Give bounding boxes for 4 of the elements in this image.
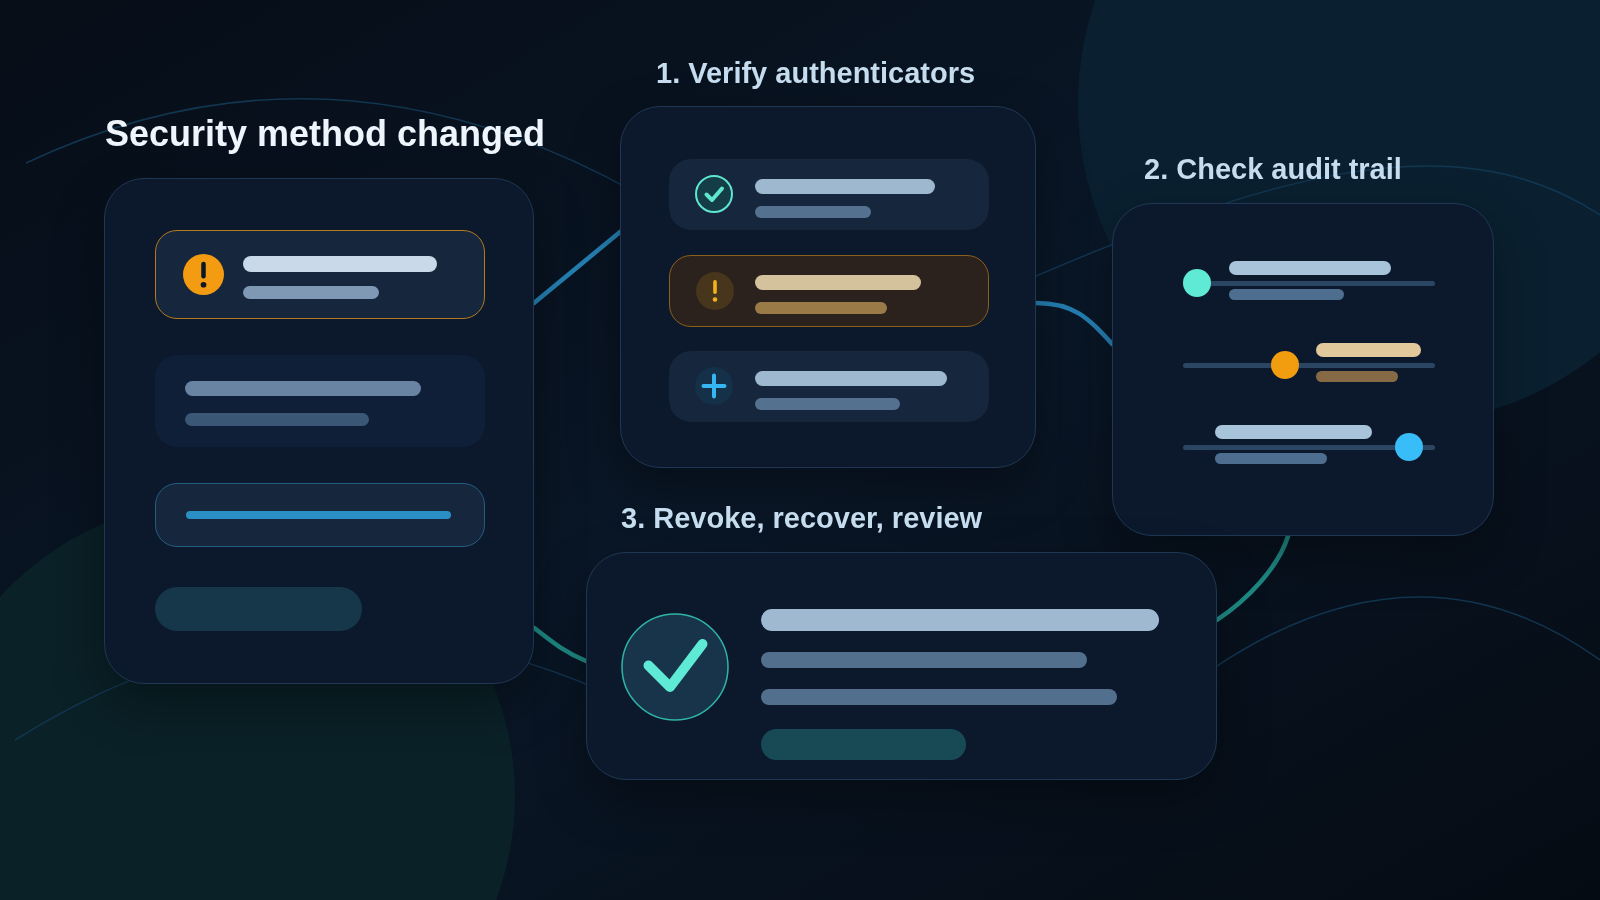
card-heading: 2. Check audit trail <box>1144 155 1402 184</box>
card-heading: 3. Revoke, recover, review <box>621 504 983 533</box>
card-heading: 1. Verify authenticators <box>656 59 976 88</box>
card-heading: Security method changed <box>105 116 546 152</box>
